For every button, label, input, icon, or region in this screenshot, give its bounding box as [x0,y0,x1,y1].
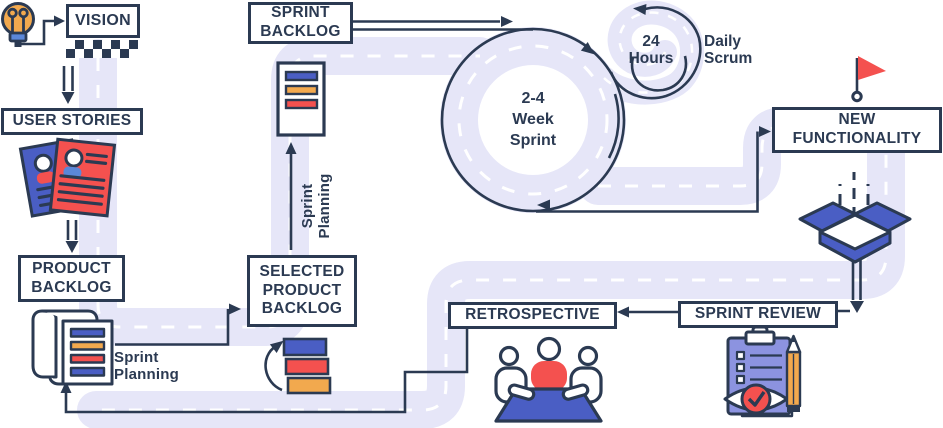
stories-to-product-backlog-arrow [66,220,78,240]
vision-to-user-stories-arrow [62,66,74,91]
sprint-loop-outline [440,27,626,213]
retrospective-box: RETROSPECTIVE [448,302,617,329]
daily-cycle-label: 24 Hours [628,33,674,68]
finish-flag-icon [851,56,886,103]
sprint-planning-arrow [115,309,230,346]
loop-to-new-functionality-arrow [536,131,759,213]
lightbulb-icon [1,2,35,47]
new-functionality-box: NEW FUNCTIONALITY [772,107,942,153]
pencil-icon [785,334,802,412]
open-box-icon [798,172,912,264]
daily-scrum-outline [609,6,702,100]
vision-box: VISION [66,4,140,38]
checkered-start-flag [66,40,138,58]
sprint-backlog-box: SPRINT BACKLOG [248,2,353,44]
sprint-review-box: SPRINT REVIEW [678,301,838,328]
sprint-duration-label: 2-4 Week Sprint [509,90,557,149]
user-stories-box: USER STORIES [1,108,143,135]
sprint-backlog-to-loop-arrow [353,20,533,31]
priority-bars-icon [282,337,332,395]
product-backlog-box: PRODUCT BACKLOG [18,255,125,302]
flow-arrows [16,4,864,414]
sprint-planning-vertical-label: Sprint Planning [299,173,333,239]
daily-scrum-label: Daily Scrum [704,33,753,68]
product-backlog-scroll-icon [31,309,114,386]
sprint-planning-label: Sprint Planning [114,349,179,383]
sprint-backlog-card-icon [276,61,326,137]
cycle-arrow-icon [264,344,283,392]
selected-product-backlog-box: SELECTED PRODUCT BACKLOG [247,255,357,327]
retrospective-return-arrow [64,329,469,414]
user-story-cards-icon [18,137,117,218]
meeting-table-icon [494,336,603,423]
review-clipboard-icon [723,325,802,418]
